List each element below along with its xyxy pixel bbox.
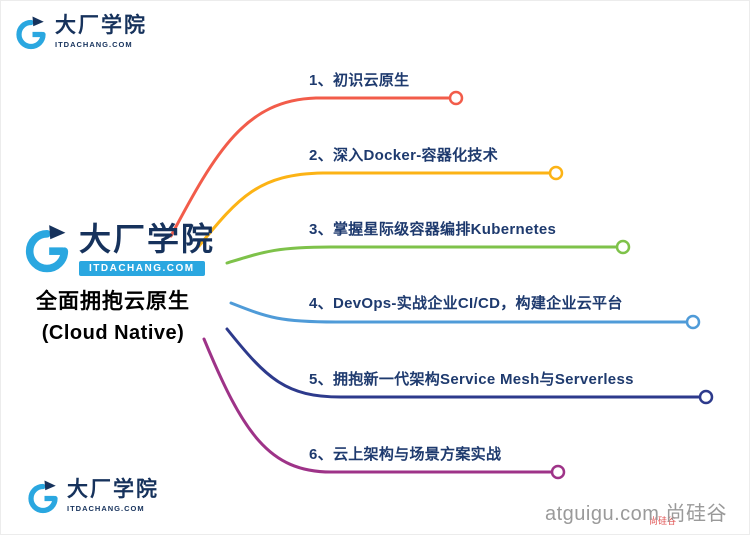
logo-domain: ITDACHANG.COM xyxy=(67,504,145,514)
logo-domain: ITDACHANG.COM xyxy=(55,40,133,50)
logo-name: 大厂学院 xyxy=(55,14,147,37)
branch-label-2: 2、深入Docker-容器化技术 xyxy=(309,147,498,164)
itdachang-logo-icon xyxy=(16,16,46,50)
center-node-title: 全面拥抱云原生 (Cloud Native) xyxy=(7,285,219,345)
branch-label-4: 4、DevOps-实战企业CI/CD，构建企业云平台 xyxy=(309,295,623,312)
branch-label-6: 6、云上架构与场景方案实战 xyxy=(309,446,502,463)
branch-6-endpoint xyxy=(550,464,566,480)
branch-3-curve xyxy=(225,245,618,265)
branch-1-endpoint xyxy=(448,90,464,106)
itdachang-logo-icon xyxy=(28,480,58,514)
logo-name: 大厂学院 xyxy=(79,221,216,257)
logo-bottom-left: 大厂学院 ITDACHANG.COM xyxy=(25,478,159,515)
itdachang-logo-icon xyxy=(25,225,69,273)
logo-domain: ITDACHANG.COM xyxy=(79,260,205,276)
branch-1-curve xyxy=(169,96,451,238)
branch-4-endpoint xyxy=(685,314,701,330)
logo-name: 大厂学院 xyxy=(67,478,159,501)
branch-label-3: 3、掌握星际级容器编排Kubernetes xyxy=(309,221,557,238)
branch-2-endpoint xyxy=(548,165,564,181)
course-title: 全面拥抱云原生 xyxy=(36,290,190,313)
watermark-small-red: 尚硅谷 xyxy=(649,516,677,526)
logo-top-left: 大厂学院 ITDACHANG.COM xyxy=(13,14,147,51)
branch-label-1: 1、初识云原生 xyxy=(309,72,410,89)
branch-3-endpoint xyxy=(615,239,631,255)
watermark-atguigu: atguigu.com 尚硅谷 xyxy=(544,503,727,525)
branch-5-endpoint xyxy=(698,389,714,405)
logo-center: 大厂学院 ITDACHANG.COM xyxy=(21,221,216,276)
branch-label-5: 5、拥抱新一代架构Service Mesh与Serverless xyxy=(309,371,634,388)
course-subtitle: (Cloud Native) xyxy=(41,322,185,344)
